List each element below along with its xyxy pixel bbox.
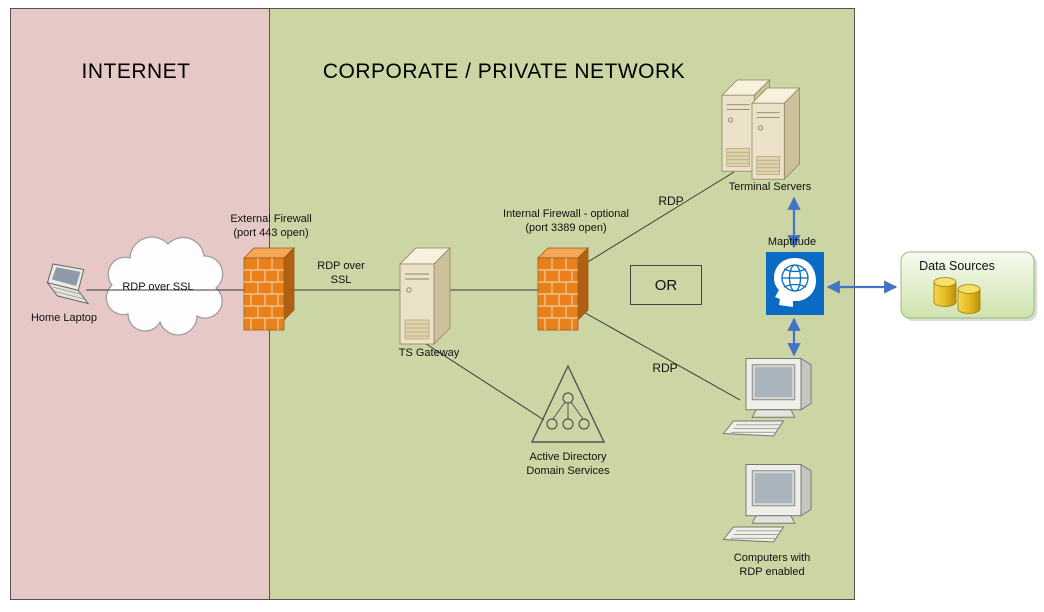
firewall-computers-line bbox=[579, 309, 741, 401]
cloud-icon bbox=[105, 236, 224, 336]
laptop-icon bbox=[46, 263, 90, 305]
firewall-terminal-line bbox=[577, 171, 735, 269]
cloud-rdp-ssl-label: RDP over SSL bbox=[122, 281, 194, 293]
active-directory-label: Active Directory Domain Services bbox=[526, 451, 610, 477]
gateway-ad-line bbox=[419, 339, 545, 421]
computers-rdp-icon bbox=[722, 357, 812, 543]
ts-gateway-icon bbox=[399, 247, 451, 345]
home-laptop-label: Home Laptop bbox=[30, 312, 98, 324]
data-sources-box bbox=[900, 251, 1037, 321]
corporate-zone-title: CORPORATE / PRIVATE NETWORK bbox=[322, 60, 686, 83]
rdp-over-ssl-label: RDP over SSL bbox=[317, 260, 365, 286]
maptitude-label: Maptitude bbox=[767, 236, 817, 248]
terminal-servers-icon bbox=[721, 79, 800, 180]
external-firewall-label: External Firewall (port 443 open) bbox=[230, 213, 312, 239]
internal-firewall-icon bbox=[537, 247, 589, 331]
active-directory-icon bbox=[530, 364, 606, 443]
rdp-bottom-label: RDP bbox=[652, 361, 678, 375]
ts-gateway-label: TS Gateway bbox=[398, 347, 460, 359]
internal-firewall-label: Internal Firewall - optional (port 3389 … bbox=[503, 208, 629, 234]
maptitude-icon bbox=[766, 252, 824, 315]
internet-zone-title: INTERNET bbox=[81, 60, 191, 83]
data-sources-label: Data Sources bbox=[919, 259, 995, 273]
or-connector-label: OR bbox=[654, 276, 678, 294]
computers-label: Computers with RDP enabled bbox=[733, 552, 811, 578]
terminal-servers-label: Terminal Servers bbox=[728, 181, 812, 193]
external-firewall-icon bbox=[243, 247, 295, 331]
or-connector-box: OR bbox=[630, 265, 702, 305]
rdp-top-label: RDP bbox=[658, 194, 684, 208]
